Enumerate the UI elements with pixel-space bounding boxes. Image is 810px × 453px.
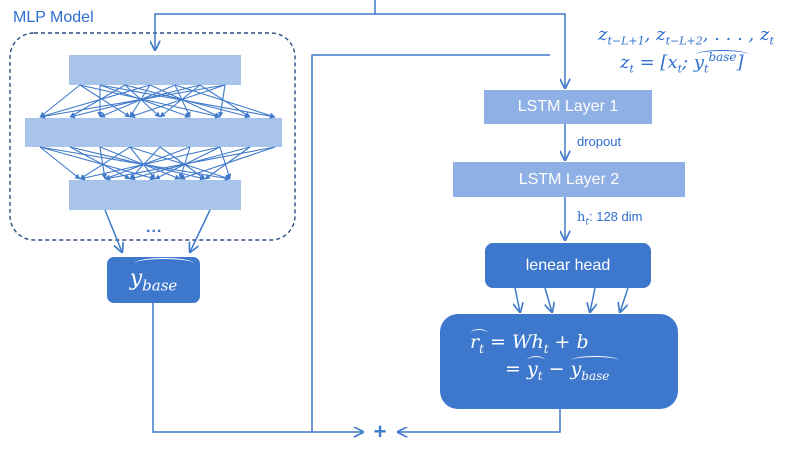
mlp-connection-line xyxy=(218,84,226,118)
mlp-connection-line xyxy=(129,84,226,119)
rt-hat-icon xyxy=(470,329,488,338)
mlp-connection-line xyxy=(79,84,221,119)
ybase-label: ybase xyxy=(107,257,200,303)
mlp-connection-line xyxy=(99,146,181,180)
mlp-connections xyxy=(39,84,276,181)
formula-to-sum-line xyxy=(398,409,561,432)
mlp-connection-line xyxy=(178,146,191,180)
mlp-connection-line xyxy=(79,84,131,118)
input-line-mlp xyxy=(155,0,376,50)
lstm-layer-2-box xyxy=(453,162,685,197)
formula-line-1: rt = Wht + b xyxy=(470,329,589,356)
input-line-lstm xyxy=(375,13,565,88)
sequence-formula: zt−L+1, zt−L+2, . . . , zt xyxy=(598,24,774,48)
mlp-connection-line xyxy=(39,84,81,118)
mlp-connection-line xyxy=(124,84,251,119)
mlp-out-right xyxy=(190,209,211,252)
mlp-connection-line xyxy=(79,146,221,181)
mlp-layer-1 xyxy=(69,55,241,85)
mlp-container xyxy=(9,32,296,241)
lstm-layer-1-label: LSTM Layer 1 xyxy=(517,98,619,115)
mlp-out-left xyxy=(104,209,122,252)
linear-head-label: lenear head xyxy=(525,256,611,274)
formula-line-2: = yt − ybase xyxy=(505,356,619,383)
lstm-layer-1-box xyxy=(484,90,652,124)
linear-head-box xyxy=(485,243,651,288)
sum-symbol: + xyxy=(374,419,387,444)
mlp-ellipsis: ... xyxy=(146,219,163,236)
mlp-connection-line xyxy=(199,84,251,118)
mlp-connection-line xyxy=(39,146,81,180)
head-arrows xyxy=(515,287,629,312)
ybase-hat-icon-2 xyxy=(570,356,619,365)
mlp-layer-2 xyxy=(25,118,282,147)
mlp-connection-line xyxy=(79,146,131,180)
mlp-connection-line xyxy=(129,84,151,118)
yt-hat-icon xyxy=(695,50,748,59)
hidden-dim-label: ht: 128 dim xyxy=(577,209,643,228)
mlp-connection-line xyxy=(104,146,191,180)
ybase-to-sum-line xyxy=(152,303,363,432)
ybase-hat-icon xyxy=(133,257,194,269)
mlp-connection-line xyxy=(179,146,276,181)
yt-hat-icon-2 xyxy=(526,356,545,365)
mlp-connection-line xyxy=(69,84,126,118)
mlp-connection-line xyxy=(39,84,226,119)
dropout-label: dropout xyxy=(577,134,622,149)
mlp-connection-line xyxy=(219,146,232,180)
ybase-hat-y: ybase xyxy=(130,257,194,294)
formula-box xyxy=(440,314,678,409)
mlp-connection-line xyxy=(104,146,276,181)
mlp-connection-line xyxy=(39,84,151,119)
lstm-layer-2-label: LSTM Layer 2 xyxy=(518,170,620,188)
skip-line xyxy=(311,54,550,432)
zt-formula: zt = [xt; ytbase] xyxy=(620,50,748,76)
mlp-layer-3 xyxy=(69,180,241,210)
mlp-title: MLP Model xyxy=(13,9,94,26)
mlp-connection-line xyxy=(99,84,176,118)
